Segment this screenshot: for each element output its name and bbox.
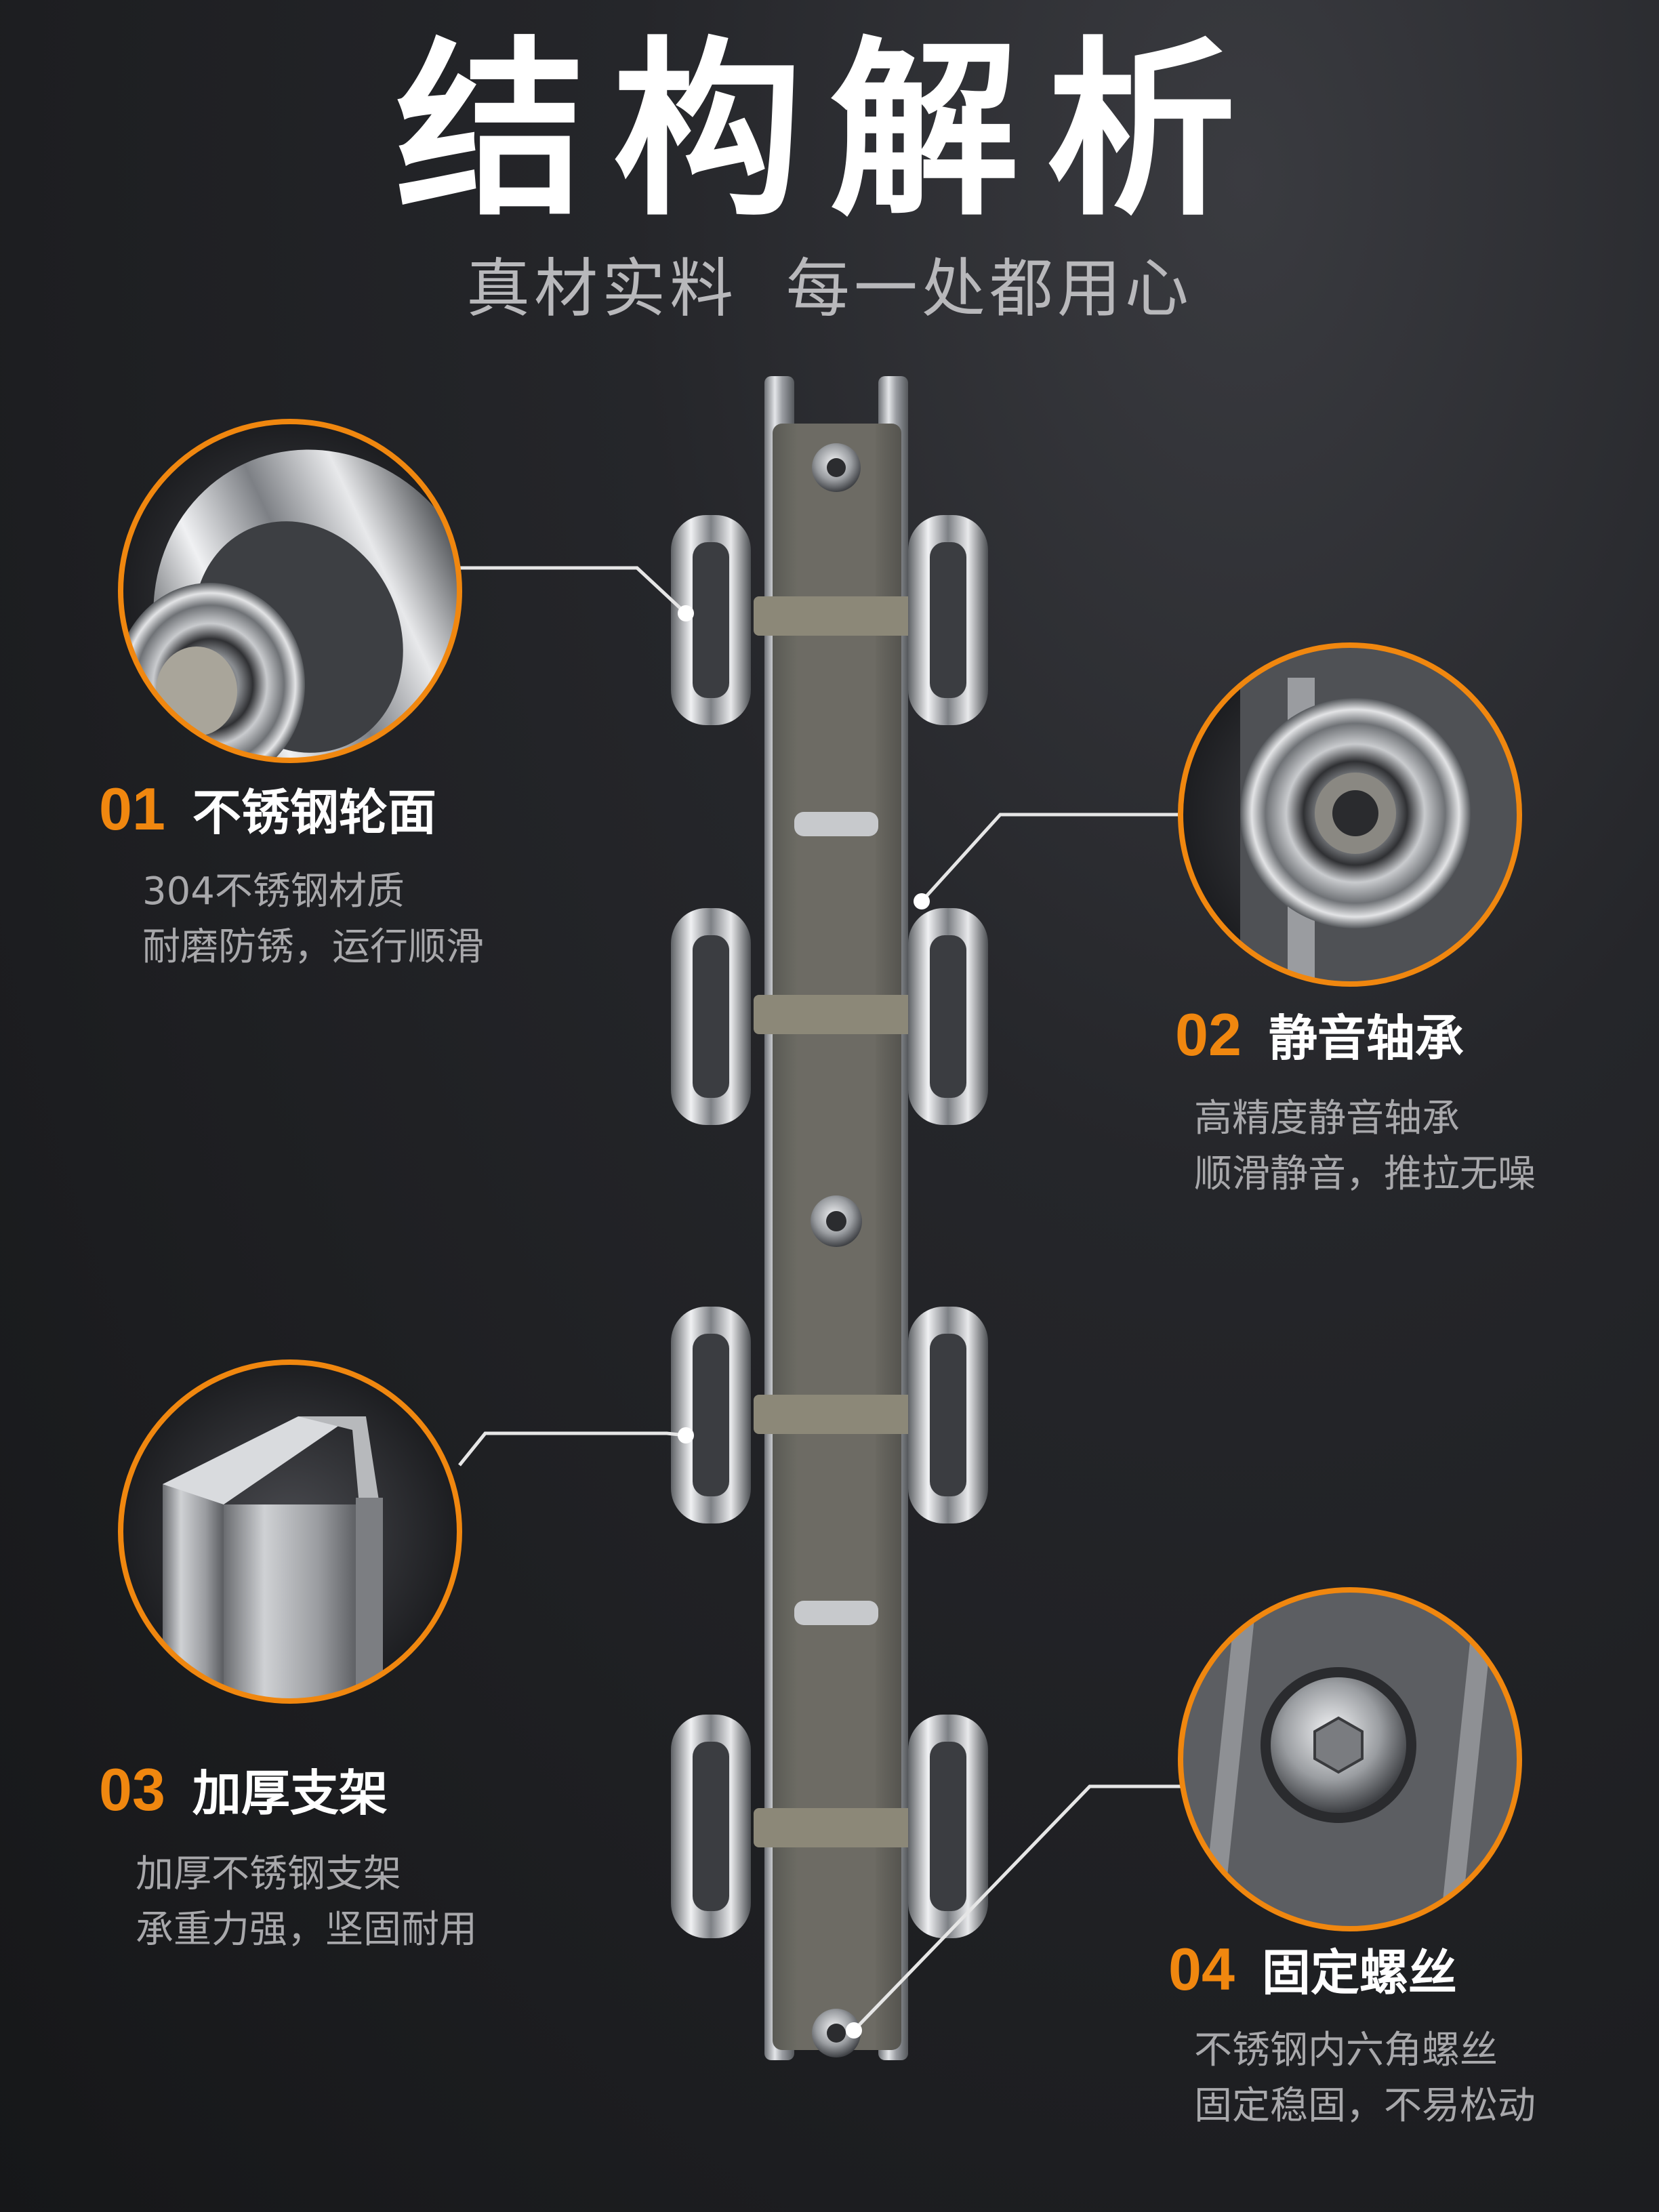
feature-01-description: 304不锈钢材质 耐磨防锈，运行顺滑: [142, 864, 484, 975]
wheel-right-1: [908, 515, 988, 725]
wheel-right-2: [908, 908, 988, 1125]
wheel-left-1: [671, 515, 751, 725]
wheel-left-3: [671, 1307, 751, 1523]
page-subtitle: 真材实料 每一处都用心: [466, 252, 1193, 326]
feature-02-title: 静音轴承: [1268, 1010, 1464, 1067]
wheel-left-4: [671, 1715, 751, 1938]
detail-circle-silent-bearing: [1178, 642, 1522, 987]
detail-circle-wheel-surface: [118, 419, 462, 763]
feature-02-desc-line2: 顺滑静音，推拉无噪: [1194, 1152, 1536, 1196]
feature-03-title: 加厚支架: [192, 1765, 388, 1822]
wheel-left-2: [671, 908, 751, 1125]
wheel-right-3: [908, 1307, 988, 1523]
feature-02-number: 02: [1175, 1001, 1242, 1068]
callout-line-02: [920, 813, 1181, 903]
hex-screw-bottom: [812, 2009, 861, 2057]
feature-03-desc-line2: 承重力强，坚固耐用: [136, 1908, 477, 1952]
callout-line-03: [458, 1431, 687, 1467]
feature-04-desc-line2: 固定稳固，不易松动: [1194, 2084, 1536, 2128]
feature-02-desc-line1: 高精度静音轴承: [1194, 1097, 1460, 1141]
feature-04-description: 不锈钢内六角螺丝 固定稳固，不易松动: [1194, 2023, 1536, 2134]
callout-lines: [458, 566, 1181, 2039]
detail-circle-thick-bracket: [118, 1359, 462, 1704]
feature-03-number: 03: [99, 1756, 165, 1823]
feature-03-description: 加厚不锈钢支架 承重力强，坚固耐用: [136, 1847, 477, 1958]
feature-01-desc-line1: 304不锈钢材质: [142, 869, 405, 914]
feature-04-title: 固定螺丝: [1261, 1944, 1457, 2001]
feature-01-title: 不锈钢轮面: [192, 784, 436, 841]
detail-circle-fixing-screw: [1178, 1587, 1522, 1931]
page-title: 结构解析: [396, 21, 1263, 242]
feature-04-desc-line1: 不锈钢内六角螺丝: [1194, 2028, 1498, 2072]
callout-line-01: [459, 566, 687, 615]
feature-04-number: 04: [1168, 1936, 1235, 2003]
feature-02-description: 高精度静音轴承 顺滑静音，推拉无噪: [1194, 1091, 1536, 1202]
feature-01-desc-line2: 耐磨防锈，运行顺滑: [142, 925, 484, 969]
feature-01-number: 01: [99, 775, 165, 842]
feature-03-desc-line1: 加厚不锈钢支架: [136, 1852, 401, 1896]
hex-screw-middle: [811, 1195, 862, 1247]
wheel-right-4: [908, 1715, 988, 1938]
callout-line-04: [853, 1784, 1181, 2032]
hex-screw-top: [812, 443, 861, 492]
roller-chain-assembly: [671, 376, 988, 2060]
